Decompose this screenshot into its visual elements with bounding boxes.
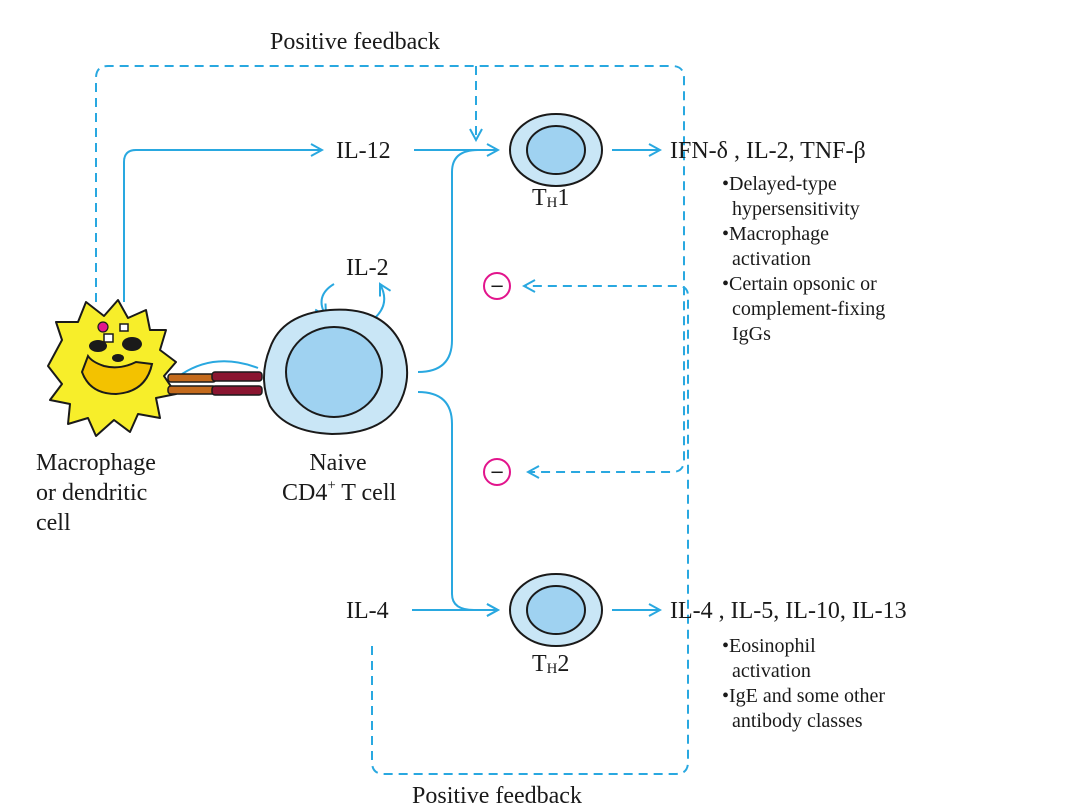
inhibit-symbol-top: −	[489, 276, 504, 297]
macrophage-label-line2: or dendritic	[36, 480, 148, 506]
th2-cytokines-header: IL-4 , IL-5, IL-10, IL-13	[670, 598, 907, 624]
th1-effect-delayed-type: •Delayed-type	[722, 173, 837, 195]
bottom-feedback-loop	[371, 286, 689, 775]
th1-effect-delayed-type-cont: hypersensitivity	[732, 198, 860, 220]
th2-effects-list: •Eosinophil activation •IgE and some oth…	[722, 634, 885, 734]
bottom-feedback-label: Positive feedback	[412, 783, 582, 809]
inhibit-symbol-bottom: −	[489, 462, 504, 483]
inhibit-circle-th2-to-th1	[483, 458, 511, 486]
th2-label: TH2	[532, 651, 570, 678]
th1-effects-list: •Delayed-type hypersensitivity •Macropha…	[722, 172, 885, 347]
naive-t-cell	[263, 308, 409, 436]
naive-label-line1: Naive	[309, 450, 367, 476]
inhibit-circle-th1-to-th2	[483, 272, 511, 300]
macrophage-label-line3: cell	[36, 510, 71, 536]
macrophage-cell	[47, 299, 177, 437]
th2-effect-ige: •IgE and some other	[722, 685, 886, 707]
th2-effect-eosinophil: •Eosinophil	[722, 635, 816, 657]
th1-effect-macrophage: •Macrophage	[722, 223, 829, 245]
il12-label: IL-12	[336, 138, 391, 164]
th1-effect-opsonic: •Certain opsonic or	[722, 273, 877, 295]
macrophage-label-line1: Macrophage	[36, 450, 156, 476]
il2-label: IL-2	[346, 255, 389, 281]
naive-to-th2-branch	[417, 391, 498, 610]
th1-cell	[509, 113, 603, 187]
top-feedback-loop	[95, 65, 685, 472]
il4-label: IL-4	[346, 598, 389, 624]
th1-effect-macrophage-cont: activation	[732, 248, 811, 270]
th1-effect-opsonic-cont1: complement-fixing	[732, 298, 886, 320]
th1-cytokines-header: IFN-δ , IL-2, TNF-β	[670, 138, 866, 164]
macrophage-label: Macrophage or dendritic cell	[36, 448, 156, 538]
naive-label-line2: CD4+ T cell	[282, 477, 397, 506]
th2-effect-ige-cont: antibody classes	[732, 710, 863, 732]
naive-cell-label: Naive CD4+ T cell	[282, 448, 397, 508]
macrophage-to-il12-arrow	[123, 150, 322, 302]
naive-to-th1-branch	[417, 149, 479, 373]
th1-label: TH1	[532, 185, 570, 212]
th1-effect-opsonic-cont2: IgGs	[732, 323, 771, 345]
th2-cell	[509, 573, 603, 647]
mhc-tcr-contact	[167, 371, 263, 396]
macrophage-naive-contact-arrow	[181, 360, 259, 375]
top-feedback-label: Positive feedback	[270, 29, 440, 55]
th2-effect-eosinophil-cont: activation	[732, 660, 811, 682]
